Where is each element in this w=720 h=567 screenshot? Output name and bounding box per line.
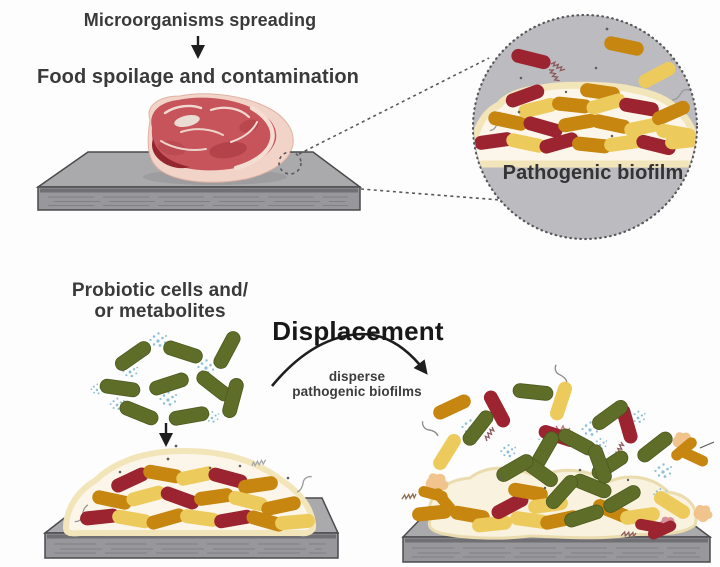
displacement-curved-arrow-icon [270, 332, 428, 387]
disperse-note-line2: pathogenic biofilms [292, 383, 422, 399]
disperse-note-line1: disperse [328, 369, 386, 384]
microorganisms-spreading-label: Microorganisms spreading [83, 10, 317, 30]
food-spoilage-label: Food spoilage and contamination [37, 66, 359, 88]
pathogenic-biofilm-on-surface [63, 444, 317, 537]
pathogenic-biofilm-label: Pathogenic biofilm [502, 162, 684, 184]
probiotic-cells-label-line2: or metabolites [94, 301, 226, 322]
pathogenic-biofilm-mound [474, 81, 696, 168]
displaced-pathogens [400, 364, 715, 542]
probiotic-cells-label-line1: Probiotic cells and/ [71, 280, 249, 301]
probiotic-cells-cluster [90, 328, 246, 428]
displacement-title: Displacement [272, 316, 444, 346]
probiotic-cells-label: Probiotic cells and/ or metabolites [60, 280, 260, 322]
meat-steak-illustration [143, 93, 294, 185]
probiotic-rods [98, 328, 246, 428]
disperse-note: disperse pathogenic biofilms [277, 369, 437, 399]
magnified-biofilm-view [471, 13, 699, 241]
lysed-amber-cell [668, 435, 715, 469]
zoom-source-circle [278, 151, 302, 175]
dispersed-biofilm-scene [400, 364, 715, 542]
magnifier-link-dashed-lines [278, 57, 501, 201]
specks [498, 468, 630, 490]
